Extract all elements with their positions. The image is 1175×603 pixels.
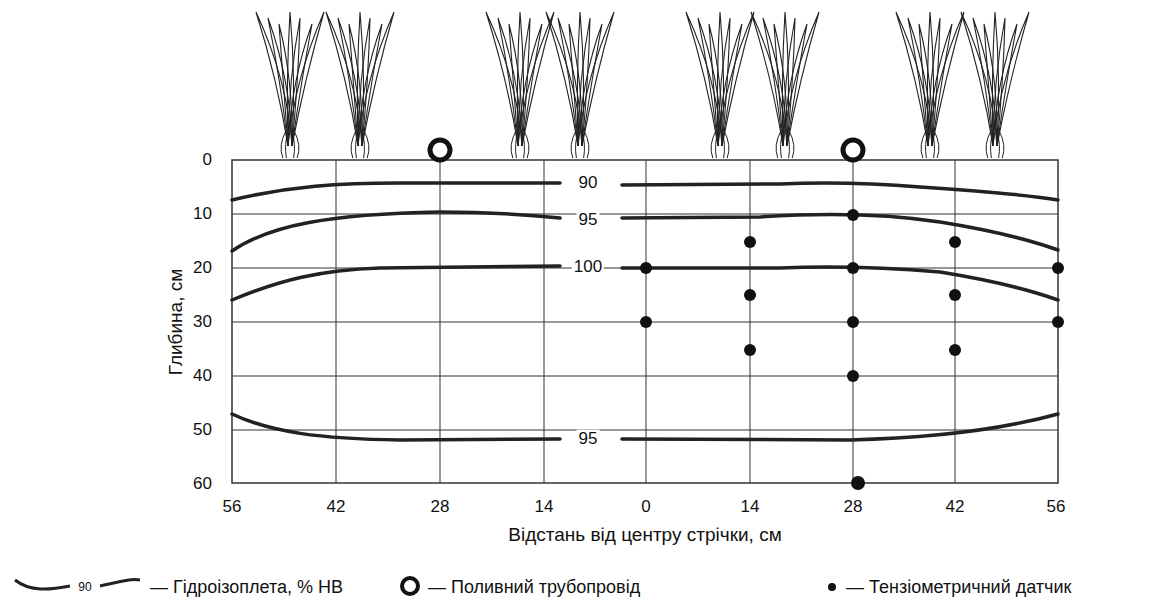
axis-tick: 42: [946, 498, 965, 517]
axis-tick: 30: [193, 313, 212, 332]
axis-tick: 60: [193, 475, 212, 494]
axis-tick: 28: [431, 498, 450, 517]
legend-text: — Поливний трубопровід: [428, 578, 640, 598]
axis-title: Глибина, см: [166, 269, 187, 376]
irrigation-pipes: [430, 140, 863, 160]
isopleth-value: 90: [577, 174, 600, 193]
isopleth-value: 95: [577, 430, 600, 449]
axis-tick: 20: [193, 259, 212, 278]
axis-tick: 56: [223, 498, 242, 517]
isopleth-value: 100: [572, 258, 604, 277]
tensiometer-sensors: [640, 209, 1064, 490]
axis-tick: 40: [193, 367, 212, 386]
legend-samples: [15, 578, 836, 594]
isopleths: [232, 183, 1058, 440]
axis-tick: 0: [203, 151, 212, 170]
legend-text: — Гідроізоплета, % НВ: [150, 578, 343, 598]
axis-tick: 10: [193, 205, 212, 224]
axis-tick: 28: [844, 498, 863, 517]
axis-tick: 42: [327, 498, 346, 517]
legend-text: — Тензіометричний датчик: [846, 578, 1071, 598]
axis-tick: 14: [535, 498, 554, 517]
axis-tick: 56: [1047, 498, 1066, 517]
grid: [232, 160, 1058, 483]
axis-tick: 50: [193, 421, 212, 440]
isopleth-value: 95: [577, 211, 600, 230]
axis-title: Відстань від центру стрічки, см: [508, 525, 781, 546]
axis-tick: 0: [641, 498, 650, 517]
isopleth-value: 90: [76, 581, 93, 594]
axis-tick: 14: [741, 498, 760, 517]
onion-plants: [256, 12, 1029, 158]
